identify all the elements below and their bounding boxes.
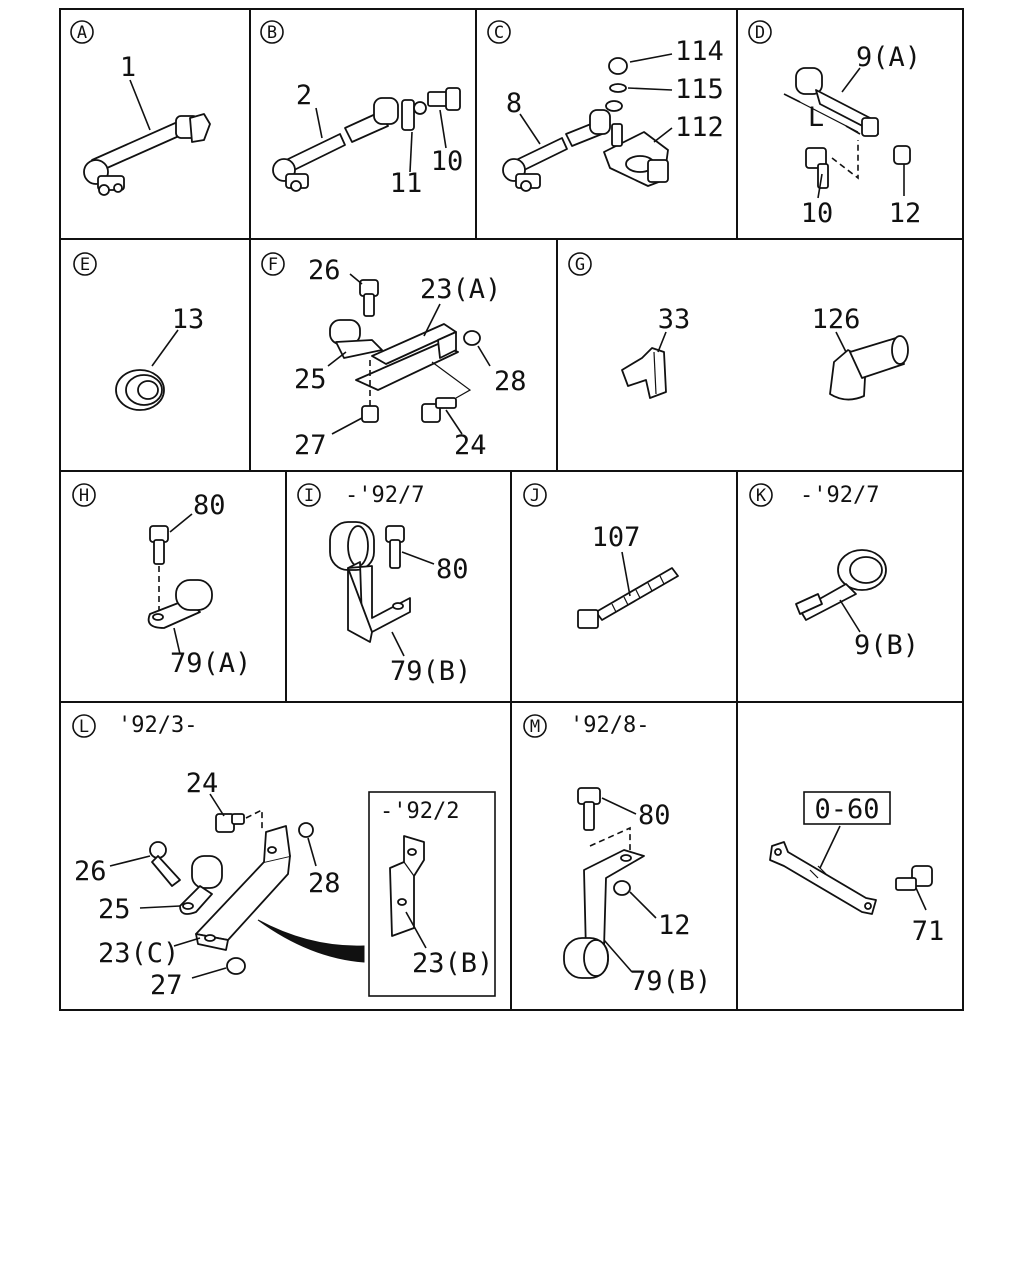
panel-f: F 26 23(A) 25 28 27 24 xyxy=(261,252,527,461)
ground-strap-illustration xyxy=(769,841,933,915)
label-part-27-f: 27 xyxy=(294,430,327,461)
label-dimension-l: L xyxy=(808,102,824,133)
label-part-23b: 23(B) xyxy=(412,948,493,979)
label-part-79a: 79(A) xyxy=(170,648,251,679)
label-part-25-l: 25 xyxy=(98,894,131,925)
panel-e-letter: E xyxy=(80,255,90,275)
grommet-13-illustration xyxy=(115,369,165,411)
label-part-2: 2 xyxy=(296,80,312,111)
inset-date-note: -'92/2 xyxy=(380,799,459,824)
battery-cable-8-illustration xyxy=(502,57,669,192)
label-part-26-f: 26 xyxy=(308,255,341,286)
panel-d-letter: D xyxy=(755,23,765,43)
label-part-9a: 9(A) xyxy=(856,42,921,73)
label-part-115: 115 xyxy=(675,74,724,105)
label-part-112: 112 xyxy=(675,112,724,143)
label-part-10-d: 10 xyxy=(801,198,834,229)
panel-m-date-note: '92/8- xyxy=(570,713,649,738)
label-part-107: 107 xyxy=(592,522,641,553)
boxed-reference-label: 0-60 xyxy=(814,794,879,825)
panel-h: H 80 79(A) xyxy=(72,483,251,679)
panel-i-date-note: -'92/7 xyxy=(345,483,424,508)
label-part-24-f: 24 xyxy=(454,430,487,461)
label-part-80-m: 80 xyxy=(638,800,671,831)
panel-h-letter: H xyxy=(79,486,89,506)
label-part-71: 71 xyxy=(912,916,945,947)
label-part-28-f: 28 xyxy=(494,366,527,397)
panel-a-letter: A xyxy=(77,23,87,43)
panel-g-letter: G xyxy=(575,255,585,275)
label-part-79b-i: 79(B) xyxy=(390,656,471,687)
panel-b-letter: B xyxy=(267,23,277,43)
cable-tie-107-illustration xyxy=(577,567,679,629)
label-part-8: 8 xyxy=(506,88,522,119)
panel-d: D L 9(A) 10 12 xyxy=(748,20,922,229)
bracket-23a-illustration xyxy=(329,279,481,423)
clip-79b-illustration xyxy=(329,521,411,643)
panel-c: C 8 114 115 112 xyxy=(487,20,724,192)
panel-k: K -'92/7 9(B) xyxy=(749,483,919,661)
label-part-27-l: 27 xyxy=(150,970,183,1001)
panel-i-letter: I xyxy=(304,486,314,506)
label-part-24-l: 24 xyxy=(186,768,219,799)
label-part-114: 114 xyxy=(675,36,724,67)
bracket-23b-illustration xyxy=(389,835,425,937)
panel-a: A 1 xyxy=(70,20,211,196)
inset-box-23b xyxy=(368,791,496,997)
label-part-33: 33 xyxy=(658,304,691,335)
panel-j: J 107 xyxy=(523,483,679,629)
label-part-79b-m: 79(B) xyxy=(630,966,711,997)
bracket-23c-illustration xyxy=(149,808,365,975)
label-part-25-f: 25 xyxy=(294,364,327,395)
panel-l: L '92/3- 24 26 28 25 23(C) xyxy=(72,713,496,1001)
battery-cable-1-illustration xyxy=(83,113,211,196)
label-part-9b: 9(B) xyxy=(854,630,919,661)
panel-m-letter: M xyxy=(530,717,540,737)
label-part-1: 1 xyxy=(120,52,136,83)
label-part-10: 10 xyxy=(431,146,464,177)
panel-ground-strap: 0-60 71 xyxy=(769,791,945,947)
panel-b: B 2 11 10 xyxy=(260,20,464,199)
panel-c-letter: C xyxy=(494,23,504,43)
battery-cable-2-illustration xyxy=(272,87,461,192)
terminal-cover-33-illustration xyxy=(621,347,667,399)
panel-k-letter: K xyxy=(756,486,767,506)
label-part-13: 13 xyxy=(172,304,205,335)
cable-9a-illustration xyxy=(791,67,911,189)
clip-79b-m-illustration xyxy=(563,787,645,979)
cable-9b-illustration xyxy=(795,549,887,621)
clip-79a-illustration xyxy=(147,525,213,629)
panel-f-letter: F xyxy=(268,255,278,275)
label-part-80-h: 80 xyxy=(193,490,226,521)
label-part-28-l: 28 xyxy=(308,868,341,899)
panel-l-letter: L xyxy=(79,717,89,737)
label-part-126: 126 xyxy=(812,304,861,335)
label-part-11: 11 xyxy=(390,168,423,199)
panel-l-date-note: '92/3- xyxy=(118,713,197,738)
label-part-12-d: 12 xyxy=(889,198,922,229)
panel-j-letter: J xyxy=(530,486,540,506)
label-part-12-m: 12 xyxy=(658,910,691,941)
panel-k-date-note: -'92/7 xyxy=(800,483,879,508)
label-part-80-i: 80 xyxy=(436,554,469,585)
terminal-cover-126-illustration xyxy=(829,335,909,401)
panel-grid xyxy=(59,8,964,1011)
label-part-23c: 23(C) xyxy=(98,938,179,969)
label-part-26-l: 26 xyxy=(74,856,107,887)
panel-e: E 13 xyxy=(73,252,205,411)
boxed-reference-0-60 xyxy=(803,791,891,825)
panel-m: M '92/8- 80 12 79(B) xyxy=(523,713,711,997)
panel-i: I -'92/7 80 79(B) xyxy=(297,483,471,687)
panel-g: G 33 126 xyxy=(568,252,909,401)
label-part-23a: 23(A) xyxy=(420,274,501,305)
